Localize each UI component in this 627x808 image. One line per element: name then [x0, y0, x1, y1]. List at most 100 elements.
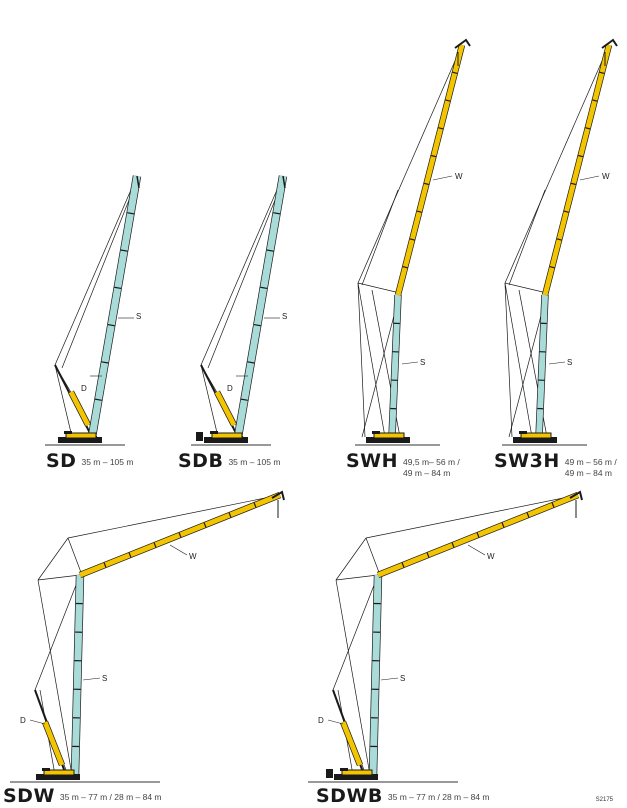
- boom-section-joint: [253, 323, 261, 327]
- label-main-boom: S: [420, 358, 426, 367]
- boom-section-joint: [240, 398, 248, 401]
- main-boom: [234, 175, 287, 438]
- boom-section-joint: [94, 398, 102, 401]
- boom-section-joint: [203, 522, 207, 528]
- boom-section-joint: [526, 512, 530, 518]
- pendant-cable: [54, 175, 138, 366]
- pendant-cable: [335, 579, 371, 776]
- caption-sdwb: SDWB 35 m – 77 m / 28 m – 84 m: [316, 787, 489, 806]
- label-leader: [467, 544, 486, 556]
- range-line: 49 m – 84 m: [403, 468, 451, 478]
- boom-section-joint: [476, 532, 480, 538]
- pendant-cable: [335, 574, 379, 581]
- label-leader: [29, 719, 46, 725]
- boom-section-joint: [120, 249, 128, 252]
- label-derrick: D: [227, 384, 233, 393]
- label-luffing-jib: W: [602, 172, 610, 181]
- config-range: 35 m – 77 m / 28 m – 84 m: [387, 792, 490, 802]
- crawler-track: [58, 437, 102, 443]
- superstructure: [520, 432, 552, 439]
- boom-section-joint: [114, 286, 122, 290]
- range-line: 49,5 m– 56 m /: [403, 457, 460, 467]
- superstructure: [65, 432, 97, 439]
- config-range: 49,5 m– 56 m /49 m – 84 m: [403, 452, 460, 479]
- pendant-cable: [357, 282, 366, 438]
- pendant-cable: [365, 494, 579, 539]
- boom-section-joint: [266, 249, 274, 252]
- label-derrick: D: [81, 384, 87, 393]
- boom-section-joint: [128, 552, 132, 558]
- boom-section-joint: [103, 562, 107, 568]
- label-leader: [327, 719, 344, 725]
- label-leader: [169, 544, 188, 556]
- derrick-boom: [42, 721, 65, 766]
- main-boom: [369, 574, 382, 776]
- boom-section-joint: [549, 266, 555, 269]
- pendant-cable: [504, 282, 548, 294]
- label-main-boom: S: [136, 312, 142, 321]
- pendant-cable: [37, 537, 69, 581]
- pendant-cable: [37, 574, 81, 581]
- boom-section-joint: [570, 182, 577, 186]
- caption-swh: SWH 49,5 m– 56 m /49 m – 84 m: [346, 452, 460, 479]
- pendant-cable: [61, 179, 138, 369]
- pendant-cable: [365, 537, 381, 576]
- crawler-track: [36, 774, 80, 780]
- pendant-cable: [67, 494, 281, 539]
- config-name: SDW: [3, 785, 55, 807]
- crawler-track: [334, 774, 378, 780]
- pendant-cable: [504, 44, 610, 284]
- hook-block: [282, 175, 286, 189]
- label-main-boom: S: [282, 312, 288, 321]
- label-leader: [579, 175, 600, 181]
- derrick-boom: [68, 390, 91, 427]
- main-boom: [536, 294, 548, 438]
- pendant-cable: [357, 282, 386, 438]
- jib-head: [569, 490, 583, 501]
- boom-section-joint: [401, 562, 405, 568]
- boom-section-joint: [101, 361, 109, 364]
- pendant-cable: [504, 282, 533, 438]
- boom-section-joint: [426, 552, 430, 558]
- range-line: 49 m – 56 m /: [564, 457, 617, 467]
- counterweight: [42, 768, 50, 771]
- luffing-jib: [542, 44, 612, 296]
- config-range: 49 m – 56 m /49 m – 84 m: [565, 452, 617, 479]
- boom-section-joint: [153, 542, 157, 548]
- pendant-cable: [54, 364, 73, 438]
- caption-sd: SD 35 m – 105 m: [46, 452, 133, 471]
- pendant-cable: [67, 537, 83, 576]
- config-range: 35 m – 105 m: [228, 457, 281, 467]
- counterweight: [210, 431, 218, 434]
- boom-section-joint: [451, 542, 455, 548]
- boom-section-joint: [599, 71, 605, 74]
- caption-sw3h: SW3H 49 m – 56 m /49 m – 84 m: [494, 452, 617, 479]
- superstructure: [211, 432, 243, 439]
- counterweight: [519, 431, 527, 434]
- label-derrick: D: [318, 716, 324, 725]
- pendant-cable: [357, 44, 463, 284]
- label-derrick: D: [20, 716, 26, 725]
- boom-section-joint: [228, 512, 232, 518]
- label-luffing-jib: W: [455, 172, 463, 181]
- label-main-boom: S: [400, 674, 406, 683]
- boom-section-joint: [260, 286, 268, 290]
- boom-section-joint: [127, 212, 135, 215]
- config-name: SWH: [346, 450, 399, 472]
- pendant-cable: [200, 364, 219, 438]
- label-leader: [548, 361, 566, 365]
- config-name: SD: [46, 450, 77, 472]
- label-luffing-jib: W: [189, 552, 197, 561]
- pendant-cable: [504, 282, 513, 438]
- label-leader: [432, 175, 453, 181]
- ballast-wagon: [326, 769, 333, 778]
- boom-section-joint: [452, 71, 458, 74]
- boom-section-joint: [585, 127, 591, 130]
- pendant-cable: [508, 189, 546, 286]
- label-main-boom: S: [102, 674, 108, 683]
- range-line: 49 m – 84 m: [564, 468, 613, 478]
- config-range: 35 m – 77 m / 28 m – 84 m: [59, 792, 162, 802]
- label-main-boom: S: [567, 358, 573, 367]
